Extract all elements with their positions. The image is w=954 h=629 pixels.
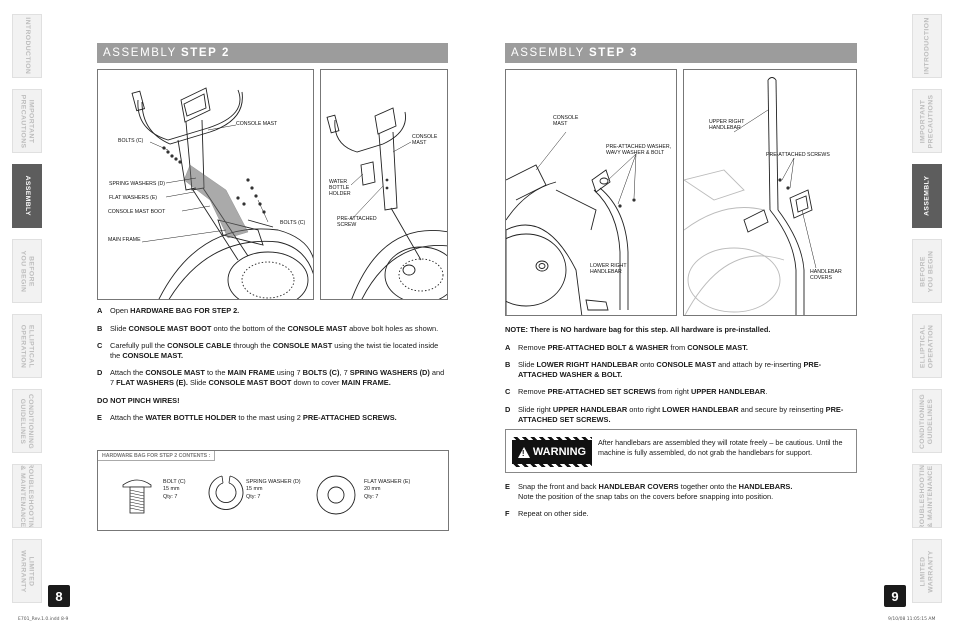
callout-pre-attached-washer: PRE-ATTACHED WASHER, WAVY WASHER & BOLT: [606, 144, 672, 157]
tab-introduction[interactable]: INTRODUCTION: [12, 14, 42, 78]
hardware-bag-title: HARDWARE BAG FOR STEP 2 CONTENTS :: [98, 451, 216, 461]
callout-bolts-c-lower: BOLTS (C): [280, 220, 306, 226]
tab-important-precautions[interactable]: IMPORTANT PRECAUTIONS: [12, 89, 42, 153]
section-step: STEP 3: [588, 47, 638, 59]
warning-label: WARNING: [532, 446, 587, 458]
diagram-lower-handlebar: [506, 131, 637, 315]
figure-step3-upper-handlebar: UPPER RIGHT HANDLEBAR PRE-ATTACHED SCREW…: [683, 69, 857, 316]
callout-console-mast: CONSOLE MAST: [236, 121, 278, 127]
callout-console-mast: CONSOLE MAST: [553, 115, 579, 128]
caution-text: DO NOT PINCH WIRES!: [97, 395, 180, 405]
footer-file-info: E701_Rev.1.0.indd 8-9: [18, 617, 69, 622]
tab-before-you-begin[interactable]: BEFORE YOU BEGIN: [912, 239, 942, 303]
bolt-icon: [122, 479, 152, 514]
diagram-upper-handlebar: [684, 77, 817, 315]
tab-before-you-begin[interactable]: BEFORE YOU BEGIN: [12, 239, 42, 303]
diagram-mast-assembly: [131, 87, 313, 299]
callout-console-mast: CONSOLE MAST: [412, 134, 438, 147]
tab-assembly[interactable]: ASSEMBLY: [12, 164, 42, 228]
hardware-item-spring-washer: SPRING WASHER (D) 15 mm Qty: 7: [246, 479, 301, 500]
callout-lower-right-handlebar: LOWER RIGHT HANDLEBAR: [590, 263, 627, 276]
flat-washer-icon: [316, 475, 356, 515]
callout-bolts-c: BOLTS (C): [118, 138, 144, 144]
warning-box: WARNING After handlebars are assembled t…: [505, 429, 857, 473]
tab-elliptical-operation[interactable]: ELLIPTICAL OPERATION: [12, 314, 42, 378]
callout-handlebar-covers: HANDLEBAR COVERS: [810, 269, 842, 282]
page-number-right: 9: [884, 585, 906, 607]
tab-introduction[interactable]: INTRODUCTION: [912, 14, 942, 78]
tab-assembly[interactable]: ASSEMBLY: [912, 164, 942, 228]
tab-conditioning-guidelines[interactable]: CONDITIONING GUIDELINES: [912, 389, 942, 453]
tab-limited-warranty[interactable]: LIMITED WARRANTY: [12, 539, 42, 603]
section-prefix: ASSEMBLY: [511, 47, 585, 59]
footer-timestamp: 9/10/08 11:05:15 AM: [888, 617, 936, 622]
callout-flat-washers: FLAT WASHERS (E): [109, 195, 158, 201]
page-number-left: 8: [48, 585, 70, 607]
tab-important-precautions[interactable]: IMPORTANT PRECAUTIONS: [912, 89, 942, 153]
hardware-item-bolt: BOLT (C) 15 mm Qty: 7: [163, 479, 186, 500]
warning-badge: WARNING: [512, 437, 592, 467]
tab-elliptical-operation[interactable]: ELLIPTICAL OPERATION: [912, 314, 942, 378]
spring-washer-icon: [208, 475, 244, 510]
hardware-bag-contents: HARDWARE BAG FOR STEP 2 CONTENTS : BOLT …: [97, 450, 449, 531]
callout-pre-attached-screw: PRE-ATTACHED SCREW: [337, 216, 377, 229]
warning-text: After handlebars are assembled they will…: [598, 438, 843, 457]
tab-conditioning-guidelines[interactable]: CONDITIONING GUIDELINES: [12, 389, 42, 453]
callout-console-mast-boot: CONSOLE MAST BOOT: [108, 209, 166, 215]
hardware-item-flat-washer: FLAT WASHER (E) 20 mm Qty: 7: [364, 479, 411, 500]
tab-troubleshooting-maintenance[interactable]: TROUBLESHOOTING & MAINTENANCE: [12, 464, 42, 528]
tab-troubleshooting-maintenance[interactable]: TROUBLESHOOTING & MAINTENANCE: [912, 464, 942, 528]
step3-note: NOTE: There is NO hardware bag for this …: [505, 325, 771, 334]
callout-spring-washers: SPRING WASHERS (D): [109, 181, 166, 187]
warning-triangle-icon: [517, 446, 530, 458]
callout-water-bottle-holder: WATER BOTTLE HOLDER: [329, 179, 351, 198]
tab-limited-warranty[interactable]: LIMITED WARRANTY: [912, 539, 942, 603]
figure-step3-lower-handlebar: CONSOLE MAST PRE-ATTACHED WASHER, WAVY W…: [505, 69, 677, 316]
section-prefix: ASSEMBLY: [103, 47, 177, 59]
diagram-water-bottle-holder: [326, 107, 447, 299]
callout-main-frame: MAIN FRAME: [108, 237, 141, 243]
figure-step2-mast-assembly: CONSOLE MAST BOLTS (C) SPRING WASHERS (D…: [97, 69, 314, 300]
figure-step2-water-bottle: CONSOLE MAST WATER BOTTLE HOLDER PRE-ATT…: [320, 69, 448, 300]
callout-upper-right-handlebar: UPPER RIGHT HANDLEBAR: [709, 119, 745, 132]
section-step: STEP 2: [180, 47, 230, 59]
callout-pre-attached-screws: PRE-ATTACHED SCREWS: [766, 152, 830, 158]
step3-instructions: NOTE: There is NO hardware bag for this …: [505, 325, 857, 432]
